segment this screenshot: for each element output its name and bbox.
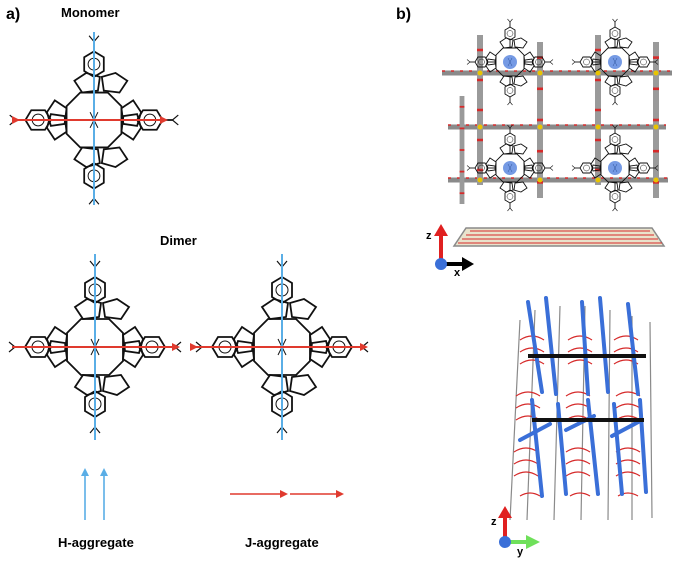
axis-bottom-y-label: y [517,546,524,558]
panel-b-label: b) [396,6,412,23]
dimer-title: Dimer [160,233,197,248]
panel-a [8,32,369,520]
axis-top-z-label: z [426,230,432,242]
panel-a-label: a) [6,6,21,23]
h-aggregate-label: H-aggregate [58,535,134,550]
panel-b-top-structure [434,18,672,271]
axis-bottom-z-label: z [491,516,497,528]
porphyrin-columns [466,18,659,212]
panel-b-bottom-structure [498,296,653,549]
monomer-title: Monomer [61,5,120,20]
j-aggregate-label: J-aggregate [245,535,319,550]
axis-top-x-label: x [454,267,461,279]
axes-indicator-bottom [498,506,540,549]
axes-indicator-top [434,224,474,271]
